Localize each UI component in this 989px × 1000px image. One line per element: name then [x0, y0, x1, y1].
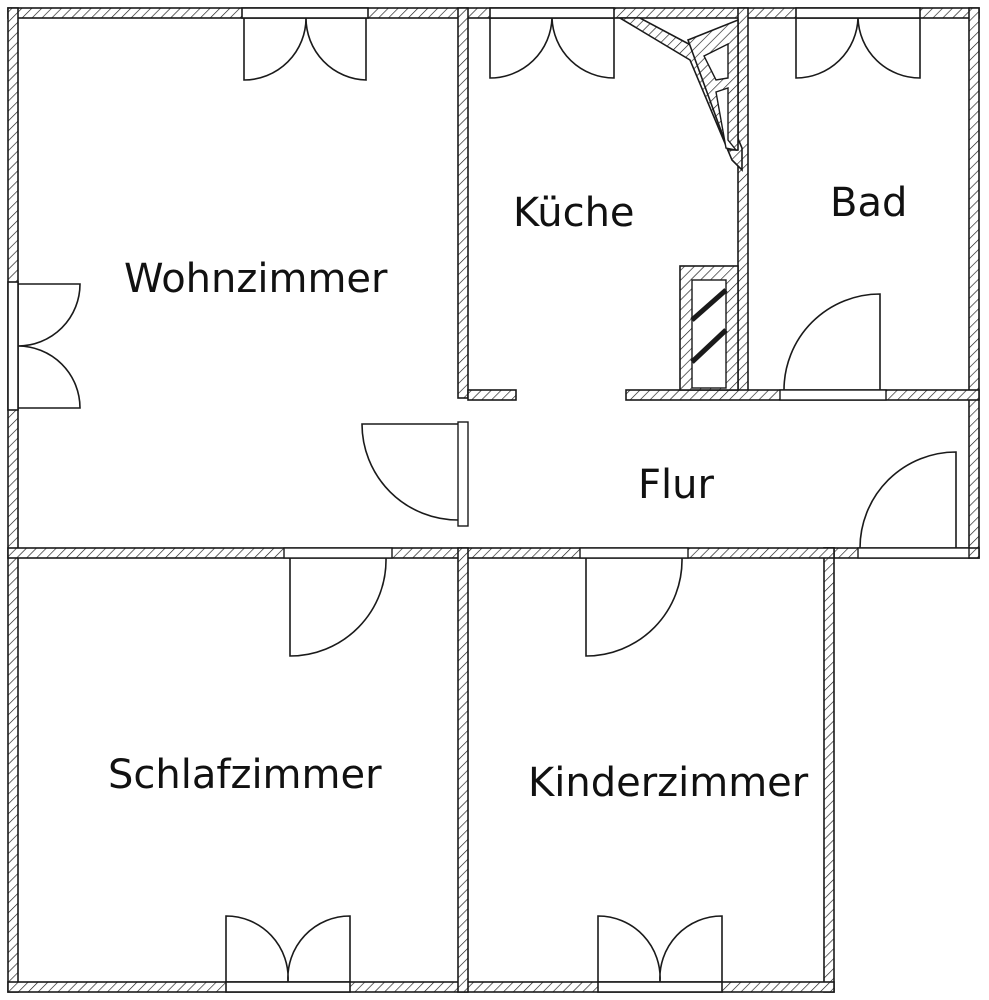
window-kinderzimmer-bottom[interactable]	[597, 981, 723, 993]
door-schlafzimmer[interactable]	[289, 557, 387, 657]
label-flur: Flur	[638, 462, 714, 508]
casement-schlafzimmer-bottom[interactable]	[225, 915, 351, 983]
window-kueche-top[interactable]	[489, 7, 615, 19]
wall-center-lower	[457, 547, 469, 993]
window-bad-top[interactable]	[795, 7, 921, 19]
walls	[7, 7, 980, 993]
window-wohnzimmer-top[interactable]	[241, 7, 369, 19]
wall-right-lower	[823, 547, 835, 993]
wall-middle-horizontal	[7, 547, 835, 559]
casement-wohnzimmer-top[interactable]	[243, 17, 367, 81]
door-wohnzimmer-flur[interactable]	[361, 423, 459, 521]
label-bad: Bad	[830, 180, 907, 226]
doors	[17, 17, 957, 983]
casement-bad-top[interactable]	[795, 17, 921, 79]
room-labels: Wohnzimmer Küche Bad Flur Schlafzimmer K…	[108, 180, 907, 806]
label-schlafzimmer: Schlafzimmer	[108, 752, 382, 798]
door-entrance-flur[interactable]	[859, 451, 957, 549]
wall-bottom	[7, 981, 835, 993]
wall-left	[7, 7, 19, 993]
label-kinderzimmer: Kinderzimmer	[528, 760, 809, 806]
casement-kinderzimmer-bottom[interactable]	[597, 915, 723, 983]
casement-kueche-top[interactable]	[489, 17, 615, 79]
label-kueche: Küche	[513, 190, 635, 236]
chimney-shaft-upper	[686, 18, 739, 151]
chimney-flue-3	[715, 87, 738, 152]
chimney-inner	[690, 42, 738, 389]
wall-right-upper	[968, 7, 980, 559]
wall-kitchen-bath	[737, 7, 749, 399]
door-kinderzimmer[interactable]	[585, 557, 683, 657]
wall-flur-top-left	[467, 389, 517, 401]
door-bad[interactable]	[783, 293, 881, 391]
chimney-flue-2	[703, 42, 729, 81]
door-gaps	[283, 389, 970, 559]
windows	[7, 7, 921, 993]
casement-wohnzimmer-left[interactable]	[17, 283, 81, 409]
window-wohnzimmer-left[interactable]	[7, 281, 19, 411]
window-schlafzimmer-bottom[interactable]	[225, 981, 351, 993]
label-wohnzimmer: Wohnzimmer	[124, 256, 388, 302]
wall-center-upper	[457, 7, 469, 399]
